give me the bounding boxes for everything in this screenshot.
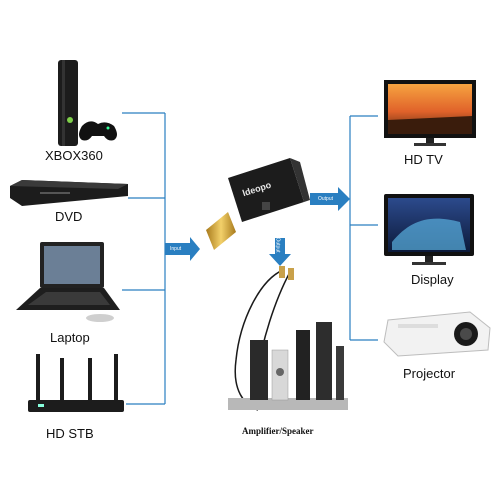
input-arrow — [165, 237, 200, 261]
input-label-xbox360: XBOX360 — [45, 148, 103, 163]
audio-output-arrow — [269, 238, 291, 266]
output-label-projector: Projector — [403, 366, 456, 381]
output-label-hd-tv: HD TV — [404, 152, 443, 167]
output-arrow-label: Output — [318, 196, 334, 202]
input-label-laptop: Laptop — [50, 330, 90, 345]
audio-label-amplifier-speaker: Amplifier/Speaker — [242, 426, 314, 436]
input-label-hd-stb: HD STB — [46, 426, 94, 441]
dvd-device-icon — [10, 180, 128, 206]
output-label-display: Display — [411, 272, 454, 287]
display-device-icon — [384, 194, 474, 265]
hdmi-vga-adapter-icon — [206, 158, 310, 250]
output-connector-lines — [349, 115, 378, 341]
input-label-dvd: DVD — [55, 209, 83, 224]
xbox360-device-icon — [58, 60, 117, 146]
input-arrow-label: Input — [170, 246, 182, 252]
audio-arrow-label: Output — [274, 237, 281, 253]
laptop-device-icon — [16, 242, 120, 322]
input-connector-lines — [122, 112, 166, 405]
hd-stb-device-icon — [28, 354, 124, 412]
output-arrow — [310, 187, 350, 211]
amplifier-speaker-icon — [228, 322, 348, 410]
projector-device-icon — [383, 311, 491, 357]
hd-tv-device-icon — [384, 80, 476, 146]
